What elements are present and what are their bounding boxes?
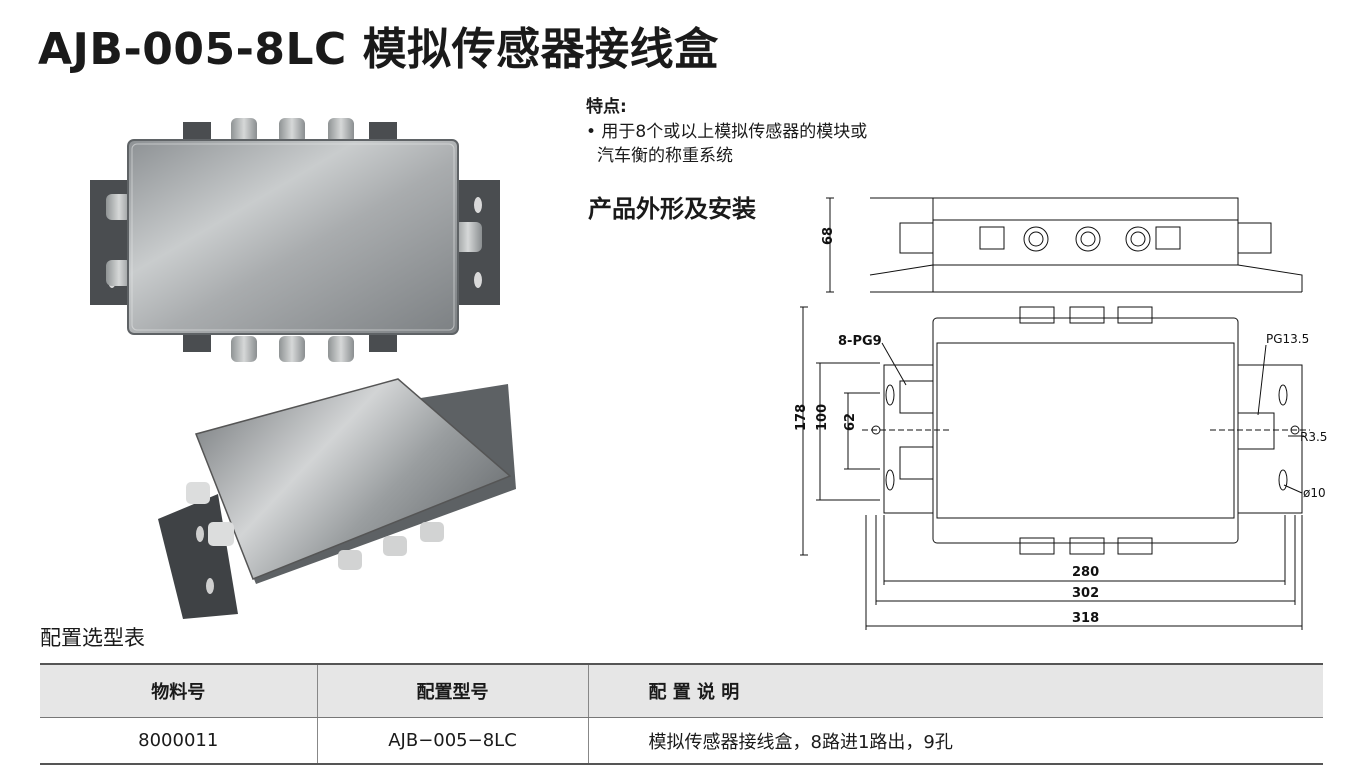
cell-description: 模拟传感器接线盒，8路进1路出，9孔 [587,717,1323,765]
header-material-number: 物料号 [40,663,317,718]
dim-100: 100 [815,404,830,431]
product-photo-top-view [90,118,500,362]
header-description: 配 置 说 明 [587,663,1323,718]
dim-68: 68 [821,227,836,245]
config-table: 物料号 配置型号 配 置 说 明 8000011 AJB−005−8LC 模拟传… [40,663,1323,765]
label-pg13-5: PG13.5 [1266,332,1309,346]
product-photo-perspective-view [158,378,516,619]
table-header-row: 物料号 配置型号 配 置 说 明 [40,663,1323,718]
dim-62: 62 [843,413,858,431]
cell-material-number: 8000011 [40,717,317,765]
cell-model: AJB−005−8LC [316,717,588,765]
section-title-dimensions: 产品外形及安装 [588,195,756,223]
header-model: 配置型号 [316,663,588,718]
config-table-title: 配置选型表 [40,626,145,650]
dim-280: 280 [1072,565,1099,580]
dimension-drawing: 68 178 100 62 8-PG9 PG13.5 R3.5 ø10 280 … [794,197,1327,630]
label-8-pg9: 8-PG9 [838,334,882,349]
feature-line-2: 汽车衡的称重系统 [597,146,733,166]
label-d10: ø10 [1303,486,1326,500]
page-title: AJB-005-8LC 模拟传感器接线盒 [38,24,719,75]
table-row: 8000011 AJB−005−8LC 模拟传感器接线盒，8路进1路出，9孔 [40,717,1323,765]
dim-318: 318 [1072,611,1099,626]
feature-line-1: • 用于8个或以上模拟传感器的模块或 [586,122,868,142]
label-r3-5: R3.5 [1300,430,1327,444]
dim-302: 302 [1072,586,1099,601]
dim-178: 178 [794,404,809,431]
features-heading: 特点: [586,97,627,117]
